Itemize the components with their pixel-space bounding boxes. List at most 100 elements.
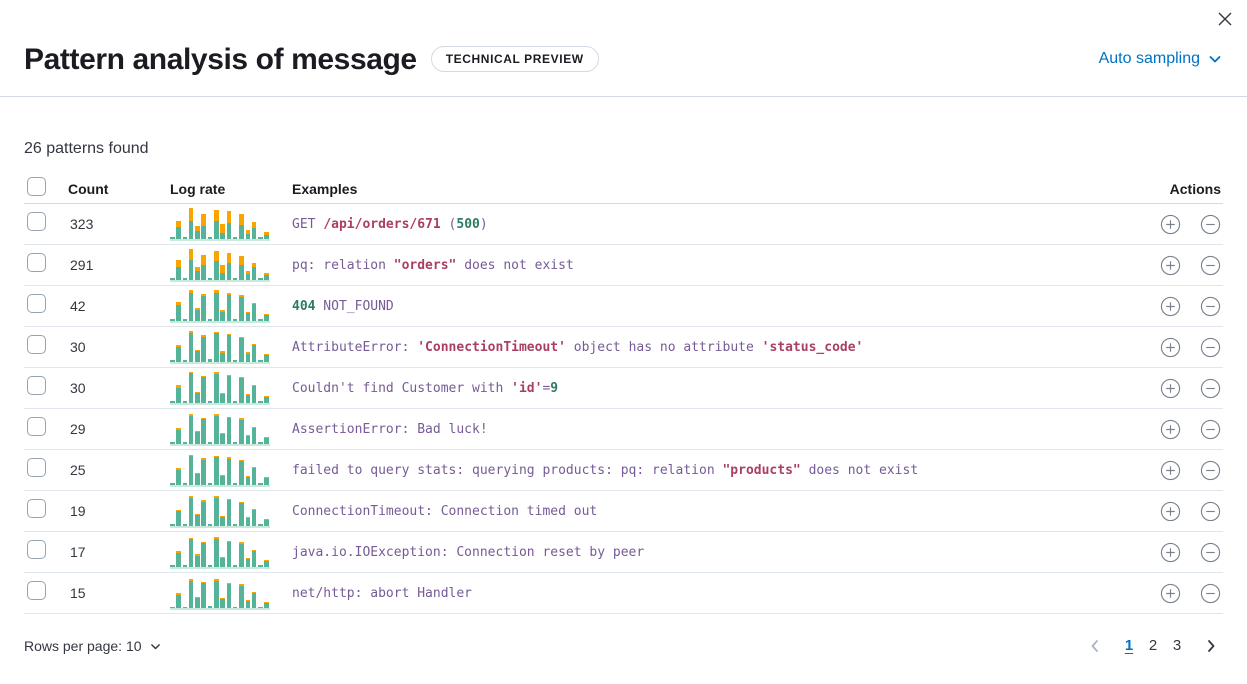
histogram-bar <box>176 259 181 280</box>
minus-in-circle-icon <box>1200 214 1220 234</box>
example-token: java.io.IOException: Connection reset by… <box>292 544 645 560</box>
histogram-bar <box>182 277 188 280</box>
next-page-button[interactable] <box>1199 634 1223 658</box>
log-rate-histogram <box>170 330 270 364</box>
chevron-down-icon <box>150 643 160 649</box>
flyout-header: Pattern analysis of message TECHNICAL PR… <box>0 0 1247 97</box>
filter-for-pattern-button[interactable] <box>1159 377 1181 399</box>
pattern-example: net/http: abort Handler <box>292 586 1113 601</box>
select-all-checkbox[interactable] <box>27 177 46 196</box>
histogram-bar <box>264 272 269 280</box>
filter-for-pattern-button[interactable] <box>1159 418 1181 440</box>
histogram-bar <box>239 583 244 608</box>
histogram-bar <box>251 549 257 567</box>
page-button-3[interactable]: 3 <box>1165 634 1189 658</box>
filter-out-pattern-button[interactable] <box>1199 418 1221 440</box>
histogram-bar <box>264 518 269 526</box>
histogram-bar <box>201 213 206 239</box>
histogram-bar <box>239 459 244 485</box>
previous-page-button[interactable] <box>1083 634 1107 658</box>
example-token: NOT_FOUND <box>315 298 394 314</box>
row-checkbox[interactable] <box>27 294 46 313</box>
histogram-bar <box>220 350 225 362</box>
row-checkbox[interactable] <box>27 499 46 518</box>
table-row: 323 GET /api/orders/671 (500) <box>24 204 1223 245</box>
filter-out-pattern-button[interactable] <box>1199 541 1221 563</box>
histogram-bar <box>220 474 225 485</box>
histogram-bar <box>195 391 200 403</box>
sampling-dropdown[interactable]: Auto sampling <box>1099 50 1223 68</box>
pattern-example: java.io.IOException: Connection reset by… <box>292 545 1113 560</box>
histogram-bar <box>207 318 213 321</box>
histogram-bar <box>258 523 263 526</box>
histogram-bar <box>207 605 213 608</box>
histogram-bar <box>176 220 181 239</box>
row-checkbox[interactable] <box>27 417 46 436</box>
histogram-bar <box>182 400 188 403</box>
example-token: 'id' <box>511 380 543 396</box>
filter-for-pattern-button[interactable] <box>1159 582 1181 604</box>
histogram-bar <box>232 318 238 321</box>
filter-out-pattern-button[interactable] <box>1199 336 1221 358</box>
row-checkbox[interactable] <box>27 540 46 559</box>
histogram-bar <box>176 427 181 444</box>
histogram-bar <box>264 601 269 608</box>
table-row: 29 AssertionError: Bad luck! <box>24 409 1223 450</box>
filter-out-pattern-button[interactable] <box>1199 500 1221 522</box>
histogram-bar <box>170 318 175 321</box>
histogram-bar <box>251 508 257 526</box>
pattern-count: 19 <box>70 503 86 519</box>
histogram-bar <box>245 557 251 567</box>
histogram-bar <box>214 578 219 608</box>
filter-for-pattern-button[interactable] <box>1159 213 1181 235</box>
row-checkbox[interactable] <box>27 212 46 231</box>
histogram-bar <box>195 307 200 321</box>
log-rate-histogram <box>170 536 270 569</box>
histogram-bar <box>195 225 200 239</box>
example-token: ( <box>440 216 457 232</box>
filter-for-pattern-button[interactable] <box>1159 254 1181 276</box>
filter-for-pattern-button[interactable] <box>1159 500 1181 522</box>
table-row: 25 failed to query stats: querying produ… <box>24 450 1223 491</box>
filter-for-pattern-button[interactable] <box>1159 336 1181 358</box>
row-checkbox[interactable] <box>27 253 46 272</box>
page-button-1[interactable]: 1 <box>1117 634 1141 658</box>
pattern-example: AttributeError: 'ConnectionTimeout' obje… <box>292 340 1113 355</box>
row-checkbox[interactable] <box>27 376 46 395</box>
pattern-count: 291 <box>70 257 94 273</box>
filter-for-pattern-button[interactable] <box>1159 541 1181 563</box>
row-checkbox[interactable] <box>27 458 46 477</box>
pattern-count: 17 <box>70 544 86 560</box>
row-checkbox[interactable] <box>27 581 46 600</box>
filter-out-pattern-button[interactable] <box>1199 459 1221 481</box>
filter-out-pattern-button[interactable] <box>1199 213 1221 235</box>
rows-per-page-selector[interactable]: Rows per page: 10 <box>24 638 162 654</box>
histogram-bar <box>176 592 181 608</box>
histogram-bar <box>239 541 244 567</box>
histogram-bar <box>239 255 244 280</box>
histogram-bar <box>226 582 232 608</box>
histogram-bar <box>220 264 225 280</box>
histogram-bar <box>264 476 269 485</box>
histogram-bar <box>245 599 251 608</box>
filter-for-pattern-button[interactable] <box>1159 295 1181 317</box>
filter-out-pattern-button[interactable] <box>1199 377 1221 399</box>
histogram-bar <box>226 252 232 280</box>
filter-out-pattern-button[interactable] <box>1199 582 1221 604</box>
filter-for-pattern-button[interactable] <box>1159 459 1181 481</box>
histogram-bar <box>232 523 238 526</box>
histogram-bar <box>232 606 238 608</box>
example-token: /api/orders/671 <box>323 216 441 232</box>
filter-out-pattern-button[interactable] <box>1199 254 1221 276</box>
histogram-bar <box>220 556 225 567</box>
pattern-count: 30 <box>70 339 86 355</box>
close-button[interactable] <box>1211 5 1239 33</box>
histogram-bar <box>245 475 251 485</box>
histogram-bar <box>188 454 194 485</box>
filter-out-pattern-button[interactable] <box>1199 295 1221 317</box>
row-checkbox[interactable] <box>27 335 46 354</box>
histogram-bar <box>245 434 251 444</box>
plus-in-circle-icon <box>1160 460 1180 480</box>
page-button-2[interactable]: 2 <box>1141 634 1165 658</box>
table-row: 42 404 NOT_FOUND <box>24 286 1223 327</box>
